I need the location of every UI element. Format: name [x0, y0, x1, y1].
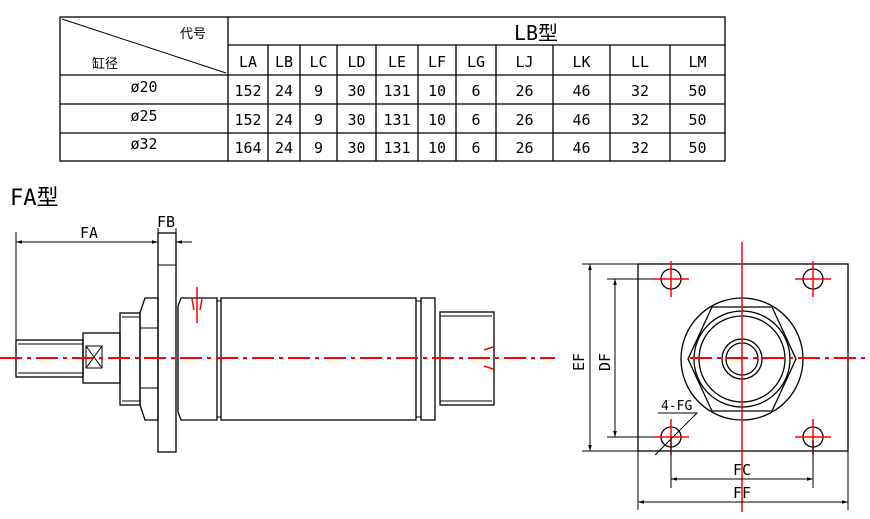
table-cell: 10	[428, 82, 446, 100]
mounting-flange	[157, 232, 177, 453]
row-bore-label: ø25	[130, 107, 157, 125]
table-cell: 164	[234, 139, 261, 157]
table-cell: 131	[383, 139, 410, 157]
port-symbol	[483, 346, 494, 370]
table-cell: 32	[631, 139, 649, 157]
hex-outline	[687, 306, 797, 412]
column-header: LE	[388, 53, 406, 71]
table-cell: 50	[688, 111, 706, 129]
column-header: LG	[467, 53, 485, 71]
table-cell: 32	[631, 111, 649, 129]
column-header: LF	[428, 53, 446, 71]
corner-header-code: 代号	[180, 27, 206, 42]
table-cell: 9	[314, 82, 323, 100]
column-header: LD	[347, 53, 365, 71]
row-bore-label: ø32	[130, 135, 157, 153]
column-header: LK	[572, 53, 590, 71]
table-cell: 46	[572, 111, 590, 129]
table-cell: 30	[347, 82, 365, 100]
hex-edge	[140, 327, 158, 389]
table-cell: 26	[515, 82, 533, 100]
table-cell: 46	[572, 139, 590, 157]
table-cell: 9	[314, 111, 323, 129]
column-header: LJ	[515, 53, 533, 71]
table-cell: 46	[572, 82, 590, 100]
dimension-fc-label: FC	[733, 461, 751, 479]
table-group-title: LB型	[514, 21, 558, 45]
table-cell: 6	[471, 139, 480, 157]
table-cell: 30	[347, 111, 365, 129]
dimension-df-label: DF	[596, 353, 614, 371]
table-cell: 24	[275, 82, 293, 100]
dimension-table: 代号 缸径 LB型 LA LB LC LD LE LF LG LJ LK LL LM ø20 152 2…	[59, 16, 726, 162]
side-view-title: FA型	[10, 186, 59, 211]
fg-leader	[654, 412, 699, 456]
table-cell: 6	[471, 82, 480, 100]
table-cell: 131	[383, 111, 410, 129]
dimension-fb-label: FB	[157, 213, 175, 231]
table-cell: 10	[428, 111, 446, 129]
table-cell: 50	[688, 139, 706, 157]
table-cell: 32	[631, 82, 649, 100]
row-bore-label: ø20	[130, 78, 157, 96]
table-cell: 131	[383, 82, 410, 100]
side-view: FA型 FA FB	[0, 186, 555, 453]
table-cell: 9	[314, 139, 323, 157]
table-cell: 30	[347, 139, 365, 157]
table-cell: 24	[275, 111, 293, 129]
hole-centerline	[653, 261, 689, 297]
table-cell: 24	[275, 139, 293, 157]
column-header: LB	[275, 53, 293, 71]
column-header: LM	[688, 53, 706, 71]
dimension-ef-label: EF	[570, 353, 588, 371]
column-header: LC	[309, 53, 327, 71]
corner-header-bore: 缸径	[92, 56, 118, 72]
hole-centerline	[795, 261, 831, 297]
column-header: LL	[631, 53, 649, 71]
column-header: LA	[239, 53, 257, 71]
front-view: EF DF 4-FG FC FF	[570, 242, 870, 512]
table-cell: 6	[471, 111, 480, 129]
port-symbol	[191, 287, 203, 323]
dimension-fg-label: 4-FG	[661, 399, 692, 414]
corner-diagonal	[61, 18, 227, 74]
table-border	[59, 16, 726, 162]
front-cover	[177, 297, 218, 421]
table-cell: 26	[515, 139, 533, 157]
table-cell: 50	[688, 82, 706, 100]
table-cell: 152	[234, 111, 261, 129]
dimension-ff-label: FF	[733, 484, 751, 502]
table-cell: 10	[428, 139, 446, 157]
table-cell: 26	[515, 111, 533, 129]
table-cell: 152	[234, 82, 261, 100]
dimension-fa-label: FA	[80, 224, 98, 242]
